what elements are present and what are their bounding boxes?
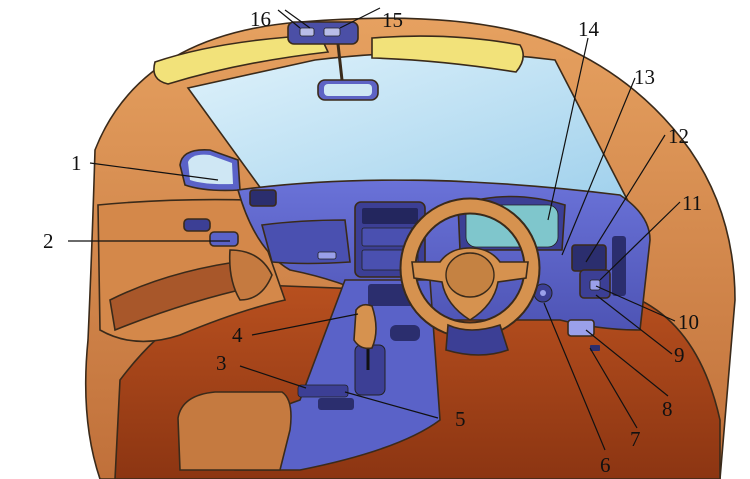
callout-8: 8 <box>662 397 673 421</box>
leader-16a <box>277 9 301 29</box>
ashtray <box>318 398 354 410</box>
callout-7: 7 <box>630 427 641 451</box>
shift-gate <box>354 344 386 396</box>
callout-14: 14 <box>578 17 600 41</box>
callout-15: 15 <box>382 8 403 32</box>
steering-wheel-hub <box>445 252 495 298</box>
callout-labels: 1 2 3 4 5 6 7 8 9 10 11 12 13 14 15 16 <box>43 7 702 477</box>
right-sun-visor <box>371 35 524 73</box>
leader-12 <box>585 134 666 263</box>
callout-11: 11 <box>682 191 702 215</box>
steering-column <box>445 323 509 356</box>
callout-1: 1 <box>71 151 82 175</box>
leader-13 <box>561 77 636 256</box>
callout-6: 6 <box>600 453 611 477</box>
left-sun-visor <box>153 34 330 85</box>
side-mirror-glass <box>188 154 233 185</box>
leader-6 <box>543 302 606 451</box>
callout-5: 5 <box>455 407 466 431</box>
leader-4 <box>251 313 359 336</box>
cup-holder <box>390 325 420 341</box>
console-storage <box>368 284 414 306</box>
callout-10: 10 <box>678 310 699 334</box>
left-air-vent <box>249 189 277 207</box>
ignition-keyhole <box>540 290 546 296</box>
shift-knob <box>353 303 377 350</box>
mirror-glass <box>324 84 372 96</box>
leader-11 <box>599 201 681 281</box>
leader-14 <box>547 37 589 221</box>
leader-7 <box>589 347 638 429</box>
map-light-button <box>299 27 315 37</box>
callout-12: 12 <box>668 124 689 148</box>
leader-3 <box>239 365 307 389</box>
mirror-stem <box>336 43 344 81</box>
leader-16b <box>284 9 311 29</box>
callout-16: 16 <box>250 7 271 31</box>
leader-8 <box>585 329 669 397</box>
callout-4: 4 <box>232 323 243 347</box>
callout-3: 3 <box>216 351 227 375</box>
sunroof-switch <box>323 27 341 37</box>
leader-5 <box>344 391 439 419</box>
center-armrest <box>177 391 292 471</box>
leader-10 <box>595 285 676 322</box>
overhead-console <box>287 21 359 45</box>
callout-2: 2 <box>43 229 54 253</box>
leader-9 <box>595 294 673 355</box>
dash-switch-panel <box>567 319 595 337</box>
glove-box-handle <box>317 251 337 260</box>
glove-box <box>260 219 351 265</box>
inner-door-handle <box>183 218 211 232</box>
callout-9: 9 <box>674 343 685 367</box>
door-pocket <box>228 249 273 301</box>
leader-1 <box>89 162 219 181</box>
power-window-switch <box>209 231 239 247</box>
leader-lines <box>68 7 681 451</box>
mirror-adjust-knob <box>589 279 601 291</box>
hood-release <box>590 345 600 351</box>
center-air-vents <box>362 208 418 224</box>
callout-13: 13 <box>634 65 655 89</box>
side-vent-slats <box>612 236 626 296</box>
console-switches <box>297 384 349 398</box>
leader-15 <box>339 7 381 29</box>
